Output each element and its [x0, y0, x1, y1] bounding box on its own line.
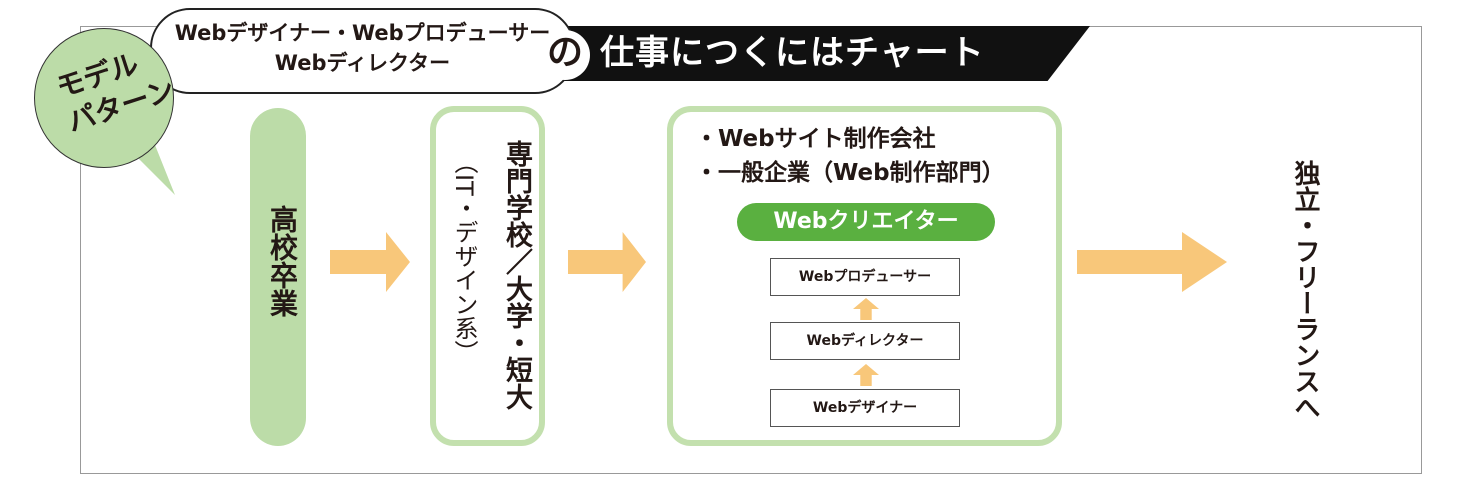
- page-title: 仕事につくにはチャート: [600, 33, 985, 73]
- job-line-1: Webデザイナー・Webプロデューサー: [174, 21, 551, 45]
- high-school-step: [250, 108, 306, 446]
- job-cloud: [150, 8, 575, 94]
- title-banner: [560, 26, 1090, 81]
- job-titles: Webデザイナー・Webプロデューサー Webディレクター: [160, 18, 565, 78]
- company-list: ・Webサイト制作会社・一般企業（Web制作部門）: [695, 122, 1005, 190]
- school-label: 専門学校／大学・短大: [501, 140, 532, 410]
- model-pattern-bubble: [34, 28, 174, 168]
- role-director: Webディレクター: [770, 322, 960, 360]
- job-line-2: Webディレクター: [274, 51, 451, 75]
- school-note: （IT・デザイン系）: [450, 150, 478, 364]
- role-designer: Webデザイナー: [770, 389, 960, 427]
- company-step: [667, 106, 1062, 446]
- role-producer: Webプロデューサー: [770, 258, 960, 296]
- high-school-label: 高校卒業: [266, 205, 299, 317]
- particle-no: の: [540, 30, 590, 80]
- school-step: [430, 106, 545, 446]
- company-item-1: ・Webサイト制作会社: [695, 126, 936, 152]
- company-item-2: ・一般企業（Web制作部門）: [695, 160, 1005, 186]
- web-creator-pill: Webクリエイター: [737, 203, 995, 241]
- freelance-label: 独立・フリーランスへ: [1290, 160, 1320, 420]
